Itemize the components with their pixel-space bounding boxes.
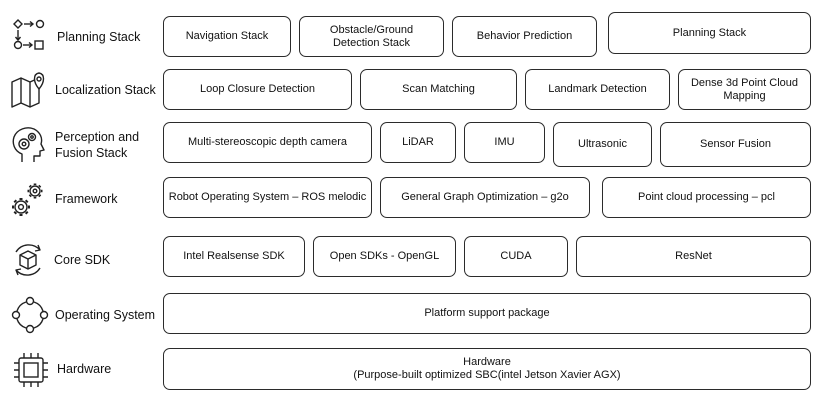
row-label-localization-stack: Localization Stack (55, 83, 156, 97)
row-label-operating-system: Operating System (55, 308, 156, 322)
gears-icon (8, 180, 48, 220)
cube-cycle-icon (8, 240, 48, 280)
box-behavior-prediction: Behavior Prediction (452, 16, 597, 57)
row-label-planning-stack: Planning Stack (57, 30, 141, 44)
box-loop-closure-detection: Loop Closure Detection (163, 69, 352, 110)
row-label-hardware: Hardware (57, 362, 112, 376)
head-gears-icon (8, 124, 48, 164)
row-label-framework: Framework (55, 192, 118, 206)
box-planning-stack: Planning Stack (608, 12, 811, 54)
box-sensor-fusion: Sensor Fusion (660, 122, 811, 167)
box-scan-matching: Scan Matching (360, 69, 517, 110)
box-landmark-detection: Landmark Detection (525, 69, 670, 110)
box-resnet: ResNet (576, 236, 811, 277)
box-pcl: Point cloud processing – pcl (602, 177, 811, 218)
box-obstacle-ground-detection: Obstacle/Ground Detection Stack (299, 16, 444, 57)
box-open-sdks-opengl: Open SDKs - OpenGL (313, 236, 456, 277)
box-platform-support-package: Platform support package (163, 293, 811, 334)
flowchart-icon (10, 17, 50, 57)
box-lidar: LiDAR (380, 122, 456, 163)
box-navigation-stack: Navigation Stack (163, 16, 291, 57)
box-g2o: General Graph Optimization – g2o (380, 177, 590, 218)
box-ultrasonic: Ultrasonic (553, 122, 652, 167)
box-hardware-sbc: Hardware (Purpose-built optimized SBC(in… (163, 348, 811, 390)
cycle-icon (10, 295, 50, 335)
box-dense-3d-point-cloud: Dense 3d Point Cloud Mapping (678, 69, 811, 110)
row-label-core-sdk: Core SDK (54, 253, 111, 267)
box-multi-stereoscopic-camera: Multi-stereoscopic depth camera (163, 122, 372, 163)
map-pin-icon (9, 70, 49, 110)
box-intel-realsense-sdk: Intel Realsense SDK (163, 236, 305, 277)
box-ros-melodic: Robot Operating System – ROS melodic (163, 177, 372, 218)
box-imu: IMU (464, 122, 545, 163)
row-label-perception-fusion-stack: Perception and Fusion Stack (55, 130, 140, 160)
chip-icon (11, 350, 51, 390)
box-cuda: CUDA (464, 236, 568, 277)
